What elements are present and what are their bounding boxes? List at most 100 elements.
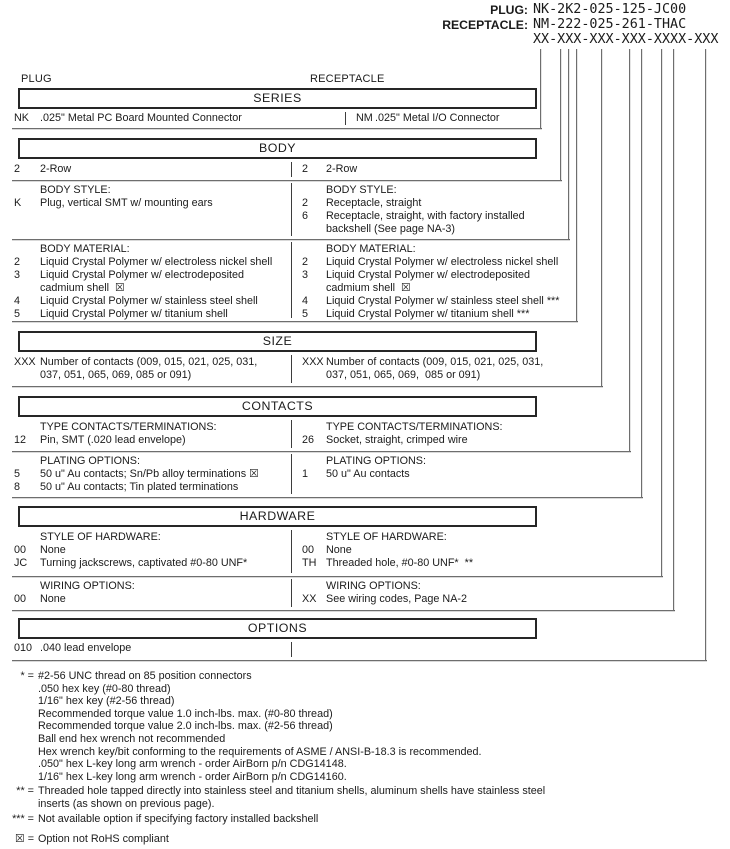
option-code: 00 — [302, 544, 315, 556]
sub-section-label: PLATING OPTIONS: — [326, 455, 426, 467]
option-description: 50 u" Au contacts — [326, 468, 410, 480]
section-rule-body-1 — [12, 239, 570, 240]
option-row: 5 Liquid Crystal Polymer w/ titanium shel… — [302, 308, 574, 321]
connector-line-size-0 — [601, 49, 602, 387]
option-description: Receptacle, straight, with factory insta… — [326, 210, 525, 235]
sub-section-label: BODY MATERIAL: — [40, 243, 130, 255]
option-row: XXX Number of contacts (009, 015, 021, 02… — [14, 356, 287, 382]
option-row: NK .025" Metal PC Board Mounted Connector — [14, 112, 341, 125]
section-rule-body-2 — [12, 321, 578, 322]
option-row: NM.025" Metal I/O Connector — [356, 112, 538, 125]
option-description: 50 u" Au contacts; Sn/Pb alloy terminati… — [40, 468, 259, 480]
option-code: 5 — [14, 308, 21, 320]
column-divider — [291, 355, 292, 383]
option-code: 4 — [302, 295, 309, 307]
option-row: K Plug, vertical SMT w/ mounting ears — [14, 197, 287, 210]
section-rule-series-0 — [12, 128, 542, 129]
option-code: 00 — [14, 593, 27, 605]
option-code: K — [14, 197, 22, 209]
option-code: 12 — [14, 434, 27, 446]
column-divider — [291, 183, 292, 236]
sub-section-label: BODY STYLE: — [326, 184, 397, 196]
sub-section-label: STYLE OF HARDWARE: — [40, 531, 161, 543]
option-row: TH Threaded hole, #0-80 UNF* ** — [302, 557, 659, 570]
footnote: ** =Threaded hole tapped directly into s… — [4, 785, 726, 810]
option-code: NK — [14, 112, 29, 124]
option-description: Liquid Crystal Polymer w/ electroless ni… — [40, 256, 273, 268]
option-code: 5 — [302, 308, 309, 320]
footnote-marker: ** = — [16, 785, 34, 798]
column-divider — [291, 642, 292, 657]
sub-section-label: BODY STYLE: — [40, 184, 111, 196]
section-rule-contacts-0 — [12, 451, 631, 452]
connector-line-contacts-0 — [629, 49, 630, 452]
option-description: Liquid Crystal Polymer w/ electrodeposit… — [40, 269, 245, 294]
option-description: Threaded hole, #0-80 UNF* ** — [326, 557, 474, 569]
option-description: Liquid Crystal Polymer w/ titanium shell… — [326, 308, 530, 320]
option-code: 4 — [14, 295, 21, 307]
option-description: .025" Metal PC Board Mounted Connector — [40, 112, 242, 124]
body-left-column: BODY STYLE: K Plug, vertical SMT w/ mounti… — [14, 184, 287, 210]
option-description: Number of contacts (009, 015, 021, 025, … — [40, 356, 258, 381]
option-code: NM — [356, 112, 373, 124]
series-right-column: NM.025" Metal I/O Connector — [356, 112, 538, 125]
option-description: Liquid Crystal Polymer w/ titanium shell — [40, 308, 228, 320]
option-code: 3 — [302, 269, 309, 281]
option-code: XXX — [302, 356, 324, 368]
option-description: Liquid Crystal Polymer w/ electrodeposit… — [326, 269, 531, 294]
option-description: .025" Metal I/O Connector — [375, 112, 500, 124]
option-code: 00 — [14, 544, 27, 556]
column-divider — [291, 454, 292, 494]
footnote-marker: *** = — [12, 812, 34, 825]
option-row: 010.040 lead envelope — [14, 642, 287, 655]
column-divider — [291, 420, 292, 448]
option-code: 2 — [302, 256, 309, 268]
option-code: 26 — [302, 434, 315, 446]
footnotes-block: * =#2-56 UNC thread on 85 position conne… — [4, 668, 726, 846]
option-description: Liquid Crystal Polymer w/ stainless stee… — [326, 295, 560, 307]
option-code: 5 — [14, 468, 21, 480]
section-rule-options-0 — [12, 660, 707, 661]
part-number-template: XX-XXX-XXX-XXX-XXXX-XXX — [533, 32, 719, 47]
connector-line-body-1 — [568, 49, 569, 240]
option-code: TH — [302, 557, 317, 569]
sub-section-label: TYPE CONTACTS/TERMINATIONS: — [40, 421, 217, 433]
option-description: 2-Row — [40, 163, 72, 175]
connector-line-contacts-1 — [641, 49, 642, 498]
footnote: ☒ =Option not RoHS compliant — [4, 833, 726, 846]
receptacle-part-number-label: RECEPTACLE: — [442, 18, 528, 32]
section-header-options: OPTIONS — [18, 618, 537, 639]
option-code: 8 — [14, 481, 21, 493]
option-description: None — [326, 544, 352, 556]
option-description: Plug, vertical SMT w/ mounting ears — [40, 197, 213, 209]
option-code: 3 — [14, 269, 21, 281]
option-description: See wiring codes, Page NA-2 — [326, 593, 468, 605]
connector-line-body-2 — [576, 49, 577, 322]
section-header-size: SIZE — [18, 331, 537, 352]
sub-section-label: STYLE OF HARDWARE: — [326, 531, 447, 543]
footnote: * =#2-56 UNC thread on 85 position conne… — [4, 670, 726, 783]
option-code: 2 — [302, 163, 309, 175]
option-description: Turning jackscrews, captivated #0-80 UNF… — [40, 557, 248, 569]
option-code: XXX — [14, 356, 36, 368]
